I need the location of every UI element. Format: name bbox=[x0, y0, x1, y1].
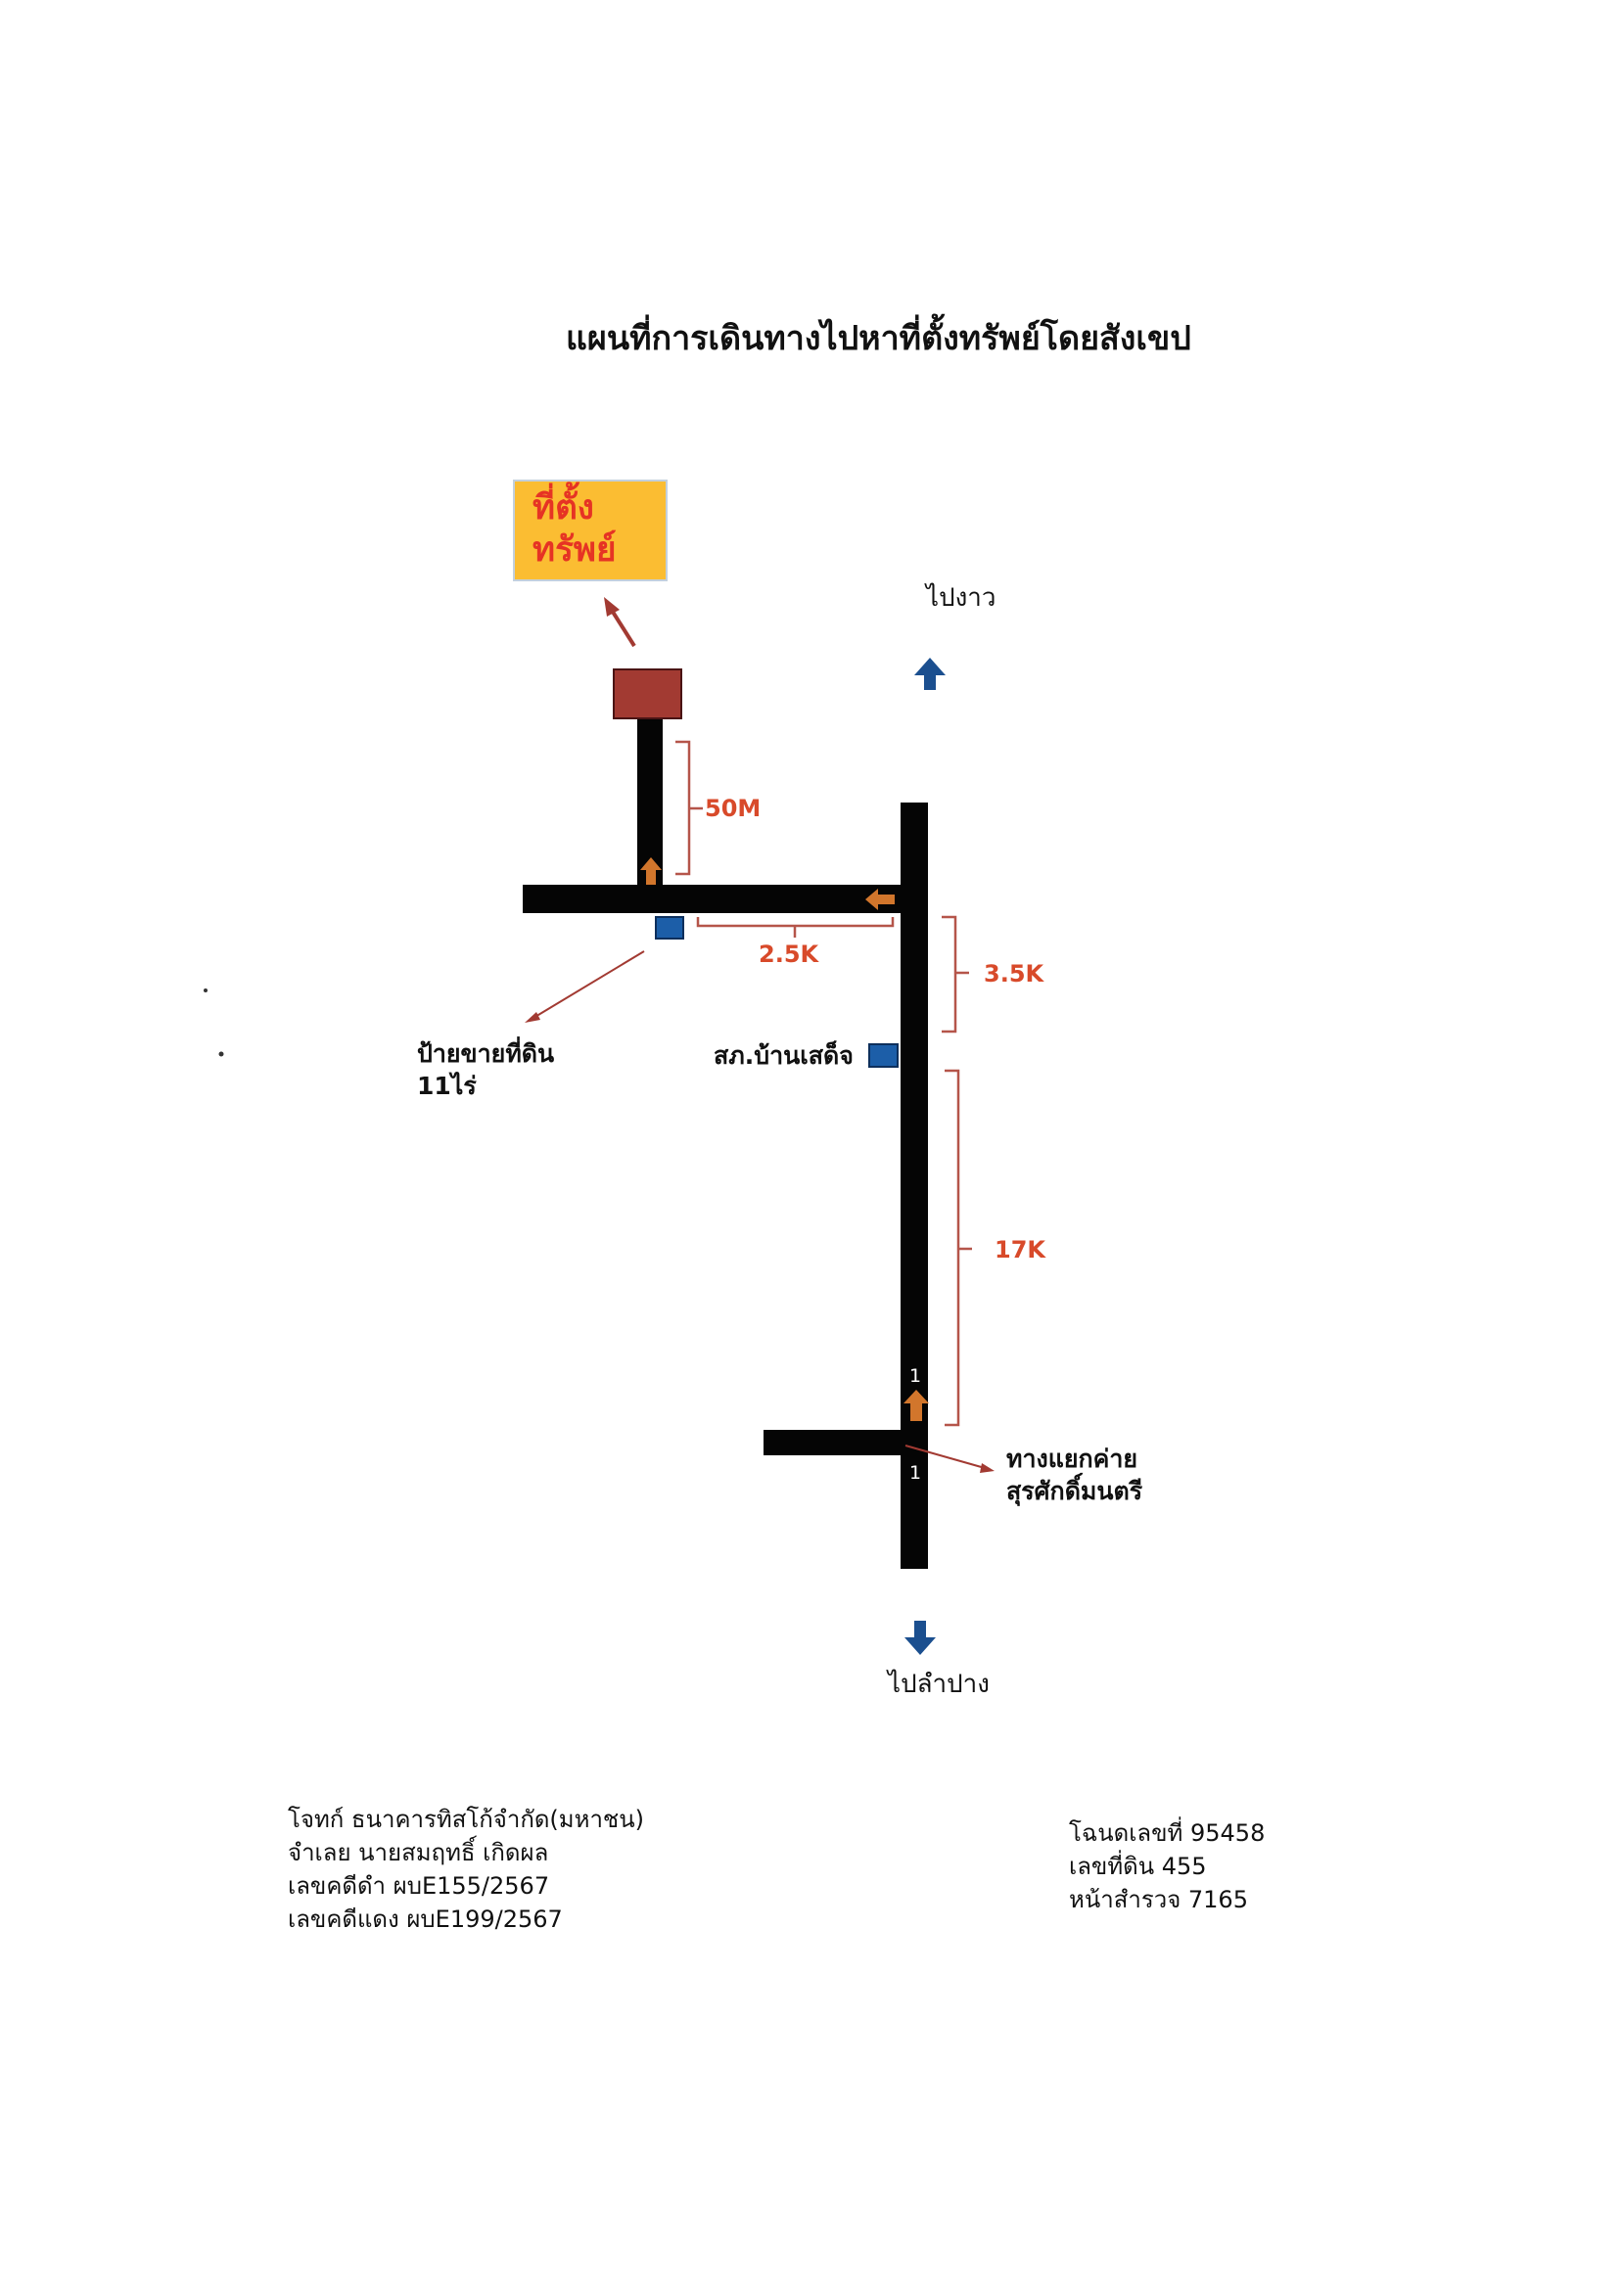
turn-up-arrow bbox=[640, 857, 662, 885]
junction-pointer-arrowhead bbox=[980, 1463, 995, 1473]
side-road bbox=[523, 885, 914, 913]
property-pointer-arrow bbox=[609, 607, 636, 648]
property-box-line2: ทรัพย์ bbox=[533, 530, 617, 571]
distance-label-50m: 50M bbox=[705, 795, 762, 822]
property-marker bbox=[613, 668, 682, 719]
junction-label: ทางแยกค่าย สุรศักดิ์มนตรี bbox=[1006, 1443, 1142, 1507]
junction-pointer-line bbox=[904, 1445, 986, 1469]
south-arrow-icon bbox=[904, 1621, 936, 1655]
road-number-label: 1 bbox=[909, 1365, 922, 1387]
property-box-line1: ที่ตั้ง bbox=[533, 488, 594, 528]
south-direction-label: ไปลำปาง bbox=[888, 1670, 990, 1699]
junction-label-line1: ทางแยกค่าย bbox=[1006, 1445, 1138, 1473]
distance-label-17k: 17K bbox=[995, 1236, 1045, 1263]
deed-info-block: โฉนดเลขที่ 95458 เลขที่ดิน 455 หน้าสำรวจ… bbox=[1069, 1816, 1265, 1916]
police-station-label: สภ.บ้านเสด็จ bbox=[714, 1041, 854, 1070]
go-north-arrow bbox=[903, 1390, 929, 1421]
deed-number: โฉนดเลขที่ 95458 bbox=[1069, 1819, 1266, 1847]
case-info-block: โจทก์ ธนาคารทิสโก้จำกัด(มหาชน) จำเลย นาย… bbox=[288, 1803, 644, 1936]
police-station-marker bbox=[868, 1043, 899, 1068]
case-plaintiff: โจทก์ ธนาคารทิสโก้จำกัด(มหาชน) bbox=[288, 1806, 644, 1833]
land-sign-label-line1: ป้ายขายที่ดิน bbox=[417, 1039, 555, 1068]
north-arrow-icon bbox=[914, 658, 946, 690]
property-location-box: ที่ตั้ง ทรัพย์ bbox=[513, 480, 668, 581]
survey-page: หน้าสำรวจ 7165 bbox=[1069, 1886, 1248, 1914]
case-red-number: เลขคดีแดง ผบE199/2567 bbox=[288, 1906, 563, 1934]
scan-speck bbox=[204, 988, 208, 992]
property-pointer-arrowhead bbox=[604, 597, 620, 617]
case-defendant: จำเลย นายสมฤทธิ์ เกิดผล bbox=[288, 1839, 549, 1867]
junction-label-line2: สุรศักดิ์มนตรี bbox=[1006, 1477, 1143, 1505]
road-number-label: 1 bbox=[909, 1462, 922, 1484]
case-black-number: เลขคดีดำ ผบE155/2567 bbox=[288, 1872, 550, 1901]
bracket-3-5k bbox=[942, 915, 969, 1033]
scan-speck bbox=[218, 1051, 224, 1057]
north-direction-label: ไปงาว bbox=[926, 583, 996, 613]
camp-junction-road bbox=[764, 1430, 912, 1455]
land-sign-marker bbox=[655, 916, 684, 940]
turn-left-arrow bbox=[865, 889, 895, 910]
distance-label-2-5k: 2.5K bbox=[759, 941, 819, 968]
bracket-50m bbox=[675, 740, 703, 876]
sign-pointer-arrowhead bbox=[525, 1012, 540, 1023]
map-title: แผนที่การเดินทางไปหาที่ตั้งทรัพย์โดยสังเ… bbox=[566, 319, 1191, 358]
bracket-2-5k bbox=[696, 917, 895, 938]
distance-label-3-5k: 3.5K bbox=[984, 960, 1044, 987]
bracket-17k bbox=[945, 1069, 972, 1427]
land-sign-label-line2: 11ไร่ bbox=[417, 1072, 477, 1100]
sign-pointer-line bbox=[533, 950, 645, 1019]
land-number: เลขที่ดิน 455 bbox=[1069, 1853, 1207, 1881]
land-sign-label: ป้ายขายที่ดิน 11ไร่ bbox=[417, 1037, 554, 1102]
